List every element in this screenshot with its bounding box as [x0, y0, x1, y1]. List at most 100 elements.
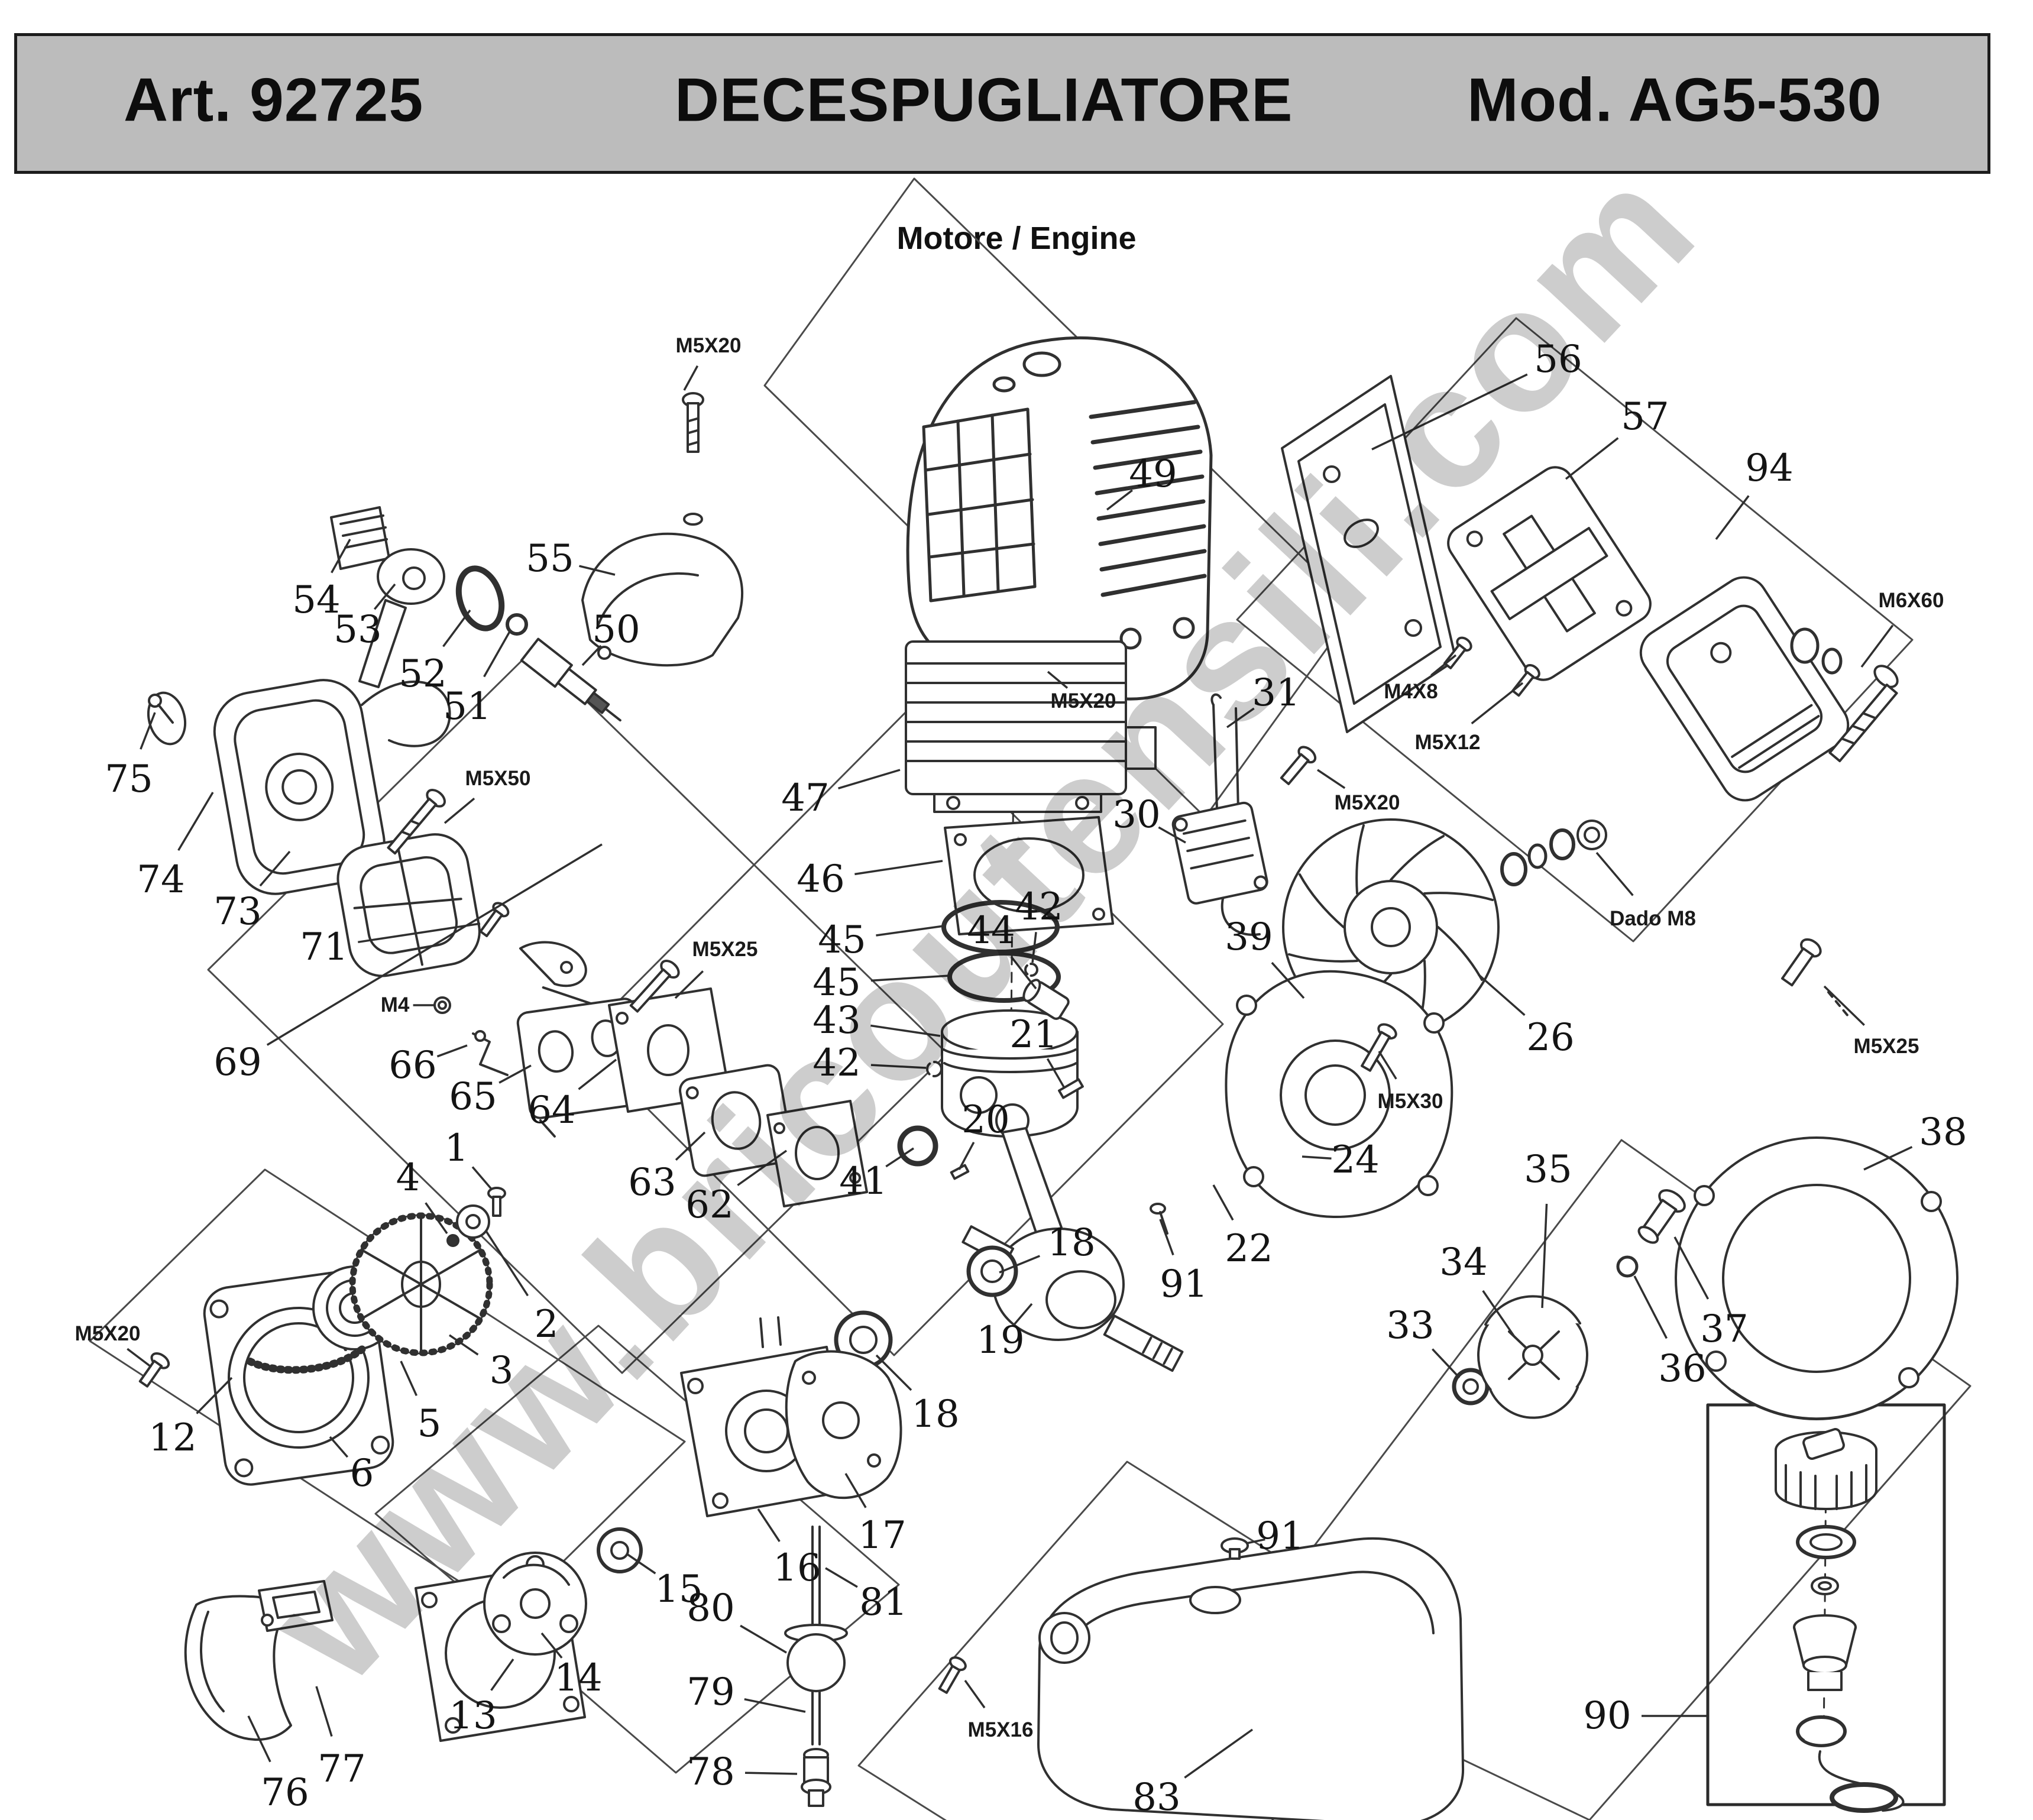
part-callout-m5x20: M5X20 — [75, 1322, 141, 1345]
part-callout-m5x30: M5X30 — [1377, 1090, 1443, 1113]
part-callout-14: 14 — [554, 1656, 603, 1700]
part-callout-31: 31 — [1252, 671, 1300, 715]
part-callout-20: 20 — [962, 1098, 1010, 1142]
part-callout-5: 5 — [417, 1402, 442, 1446]
part-callout-m5x50: M5X50 — [465, 767, 531, 790]
part-callout-75: 75 — [105, 757, 153, 801]
part-callout-m5x25: M5X25 — [692, 938, 758, 961]
part-callout-66: 66 — [389, 1044, 437, 1087]
part-callout-83: 83 — [1132, 1776, 1181, 1819]
part-callout-dado-m8: Dado M8 — [1610, 907, 1696, 930]
part-callout-65: 65 — [449, 1075, 497, 1119]
part-callout-53: 53 — [334, 608, 382, 652]
part-callout-80: 80 — [687, 1586, 735, 1630]
part-callout-m6x60: M6X60 — [1878, 589, 1944, 612]
part-fan-cover — [1675, 938, 1958, 1420]
part-callout-m4: M4 — [380, 993, 410, 1016]
part-callout-36: 36 — [1658, 1347, 1707, 1391]
part-callout-6: 6 — [349, 1452, 374, 1495]
part-callout-47: 47 — [781, 776, 830, 820]
part-callout-30: 30 — [1112, 793, 1161, 837]
part-callout-m5x20: M5X20 — [1334, 791, 1400, 814]
part-crankcase-left — [680, 1316, 902, 1517]
diagram-subtitle: Motore / Engine — [896, 221, 1137, 256]
part-fuel-cap-set — [1775, 1428, 1905, 1813]
part-primer-set — [784, 1526, 848, 1807]
part-callout-26: 26 — [1526, 1016, 1575, 1060]
part-callout-4: 4 — [396, 1156, 420, 1200]
part-callout-49: 49 — [1129, 452, 1177, 496]
title-bar: Art. 92725 DECESPUGLIATORE Mod. AG5-530 — [14, 33, 1990, 174]
part-callout-m5x25: M5X25 — [1853, 1035, 1919, 1058]
part-callout-13: 13 — [449, 1694, 497, 1738]
part-callout-71: 71 — [300, 925, 348, 969]
part-top-cover — [581, 532, 743, 667]
part-callout-45: 45 — [812, 961, 861, 1005]
model-number: Mod. AG5-530 — [1467, 66, 1882, 135]
part-piston — [926, 963, 1079, 1138]
part-callout-24: 24 — [1331, 1138, 1380, 1182]
part-callout-81: 81 — [859, 1581, 908, 1624]
part-callout-63: 63 — [628, 1161, 676, 1204]
part-callout-21: 21 — [1009, 1013, 1058, 1057]
part-callout-74: 74 — [137, 858, 185, 902]
part-spark-plug-set — [330, 506, 621, 722]
part-callout-12: 12 — [148, 1416, 197, 1460]
part-cylinder — [905, 640, 1157, 813]
part-recoil-starter — [138, 1187, 506, 1486]
part-callout-1: 1 — [444, 1126, 469, 1170]
bolt-m5x20-top-icon — [682, 392, 704, 526]
part-callout-73: 73 — [213, 890, 262, 934]
part-bearings — [834, 1245, 1018, 1369]
part-callout-34: 34 — [1439, 1241, 1488, 1284]
part-callout-2: 2 — [534, 1303, 559, 1346]
part-callout-69: 69 — [213, 1041, 262, 1084]
part-callout-18: 18 — [911, 1392, 960, 1436]
part-callout-m5x20: M5X20 — [1050, 689, 1116, 713]
part-callout-94: 94 — [1745, 446, 1794, 490]
part-fuel-tank — [938, 1537, 1465, 1820]
part-callout-51: 51 — [443, 685, 491, 728]
part-callout-44: 44 — [967, 909, 1015, 953]
part-callout-15: 15 — [655, 1568, 703, 1611]
part-callout-50: 50 — [592, 608, 640, 652]
part-callout-35: 35 — [1524, 1148, 1572, 1191]
part-callout-43: 43 — [812, 999, 861, 1042]
part-callout-m4x8: M4X8 — [1384, 680, 1438, 703]
part-callout-46: 46 — [797, 857, 845, 901]
part-starter-plate-set — [415, 1527, 643, 1742]
part-callout-45: 45 — [818, 918, 866, 962]
part-callout-55: 55 — [526, 537, 574, 581]
part-carburetor-group — [387, 789, 868, 1207]
article-number: Art. 92725 — [124, 66, 424, 135]
part-callout-m5x16: M5X16 — [967, 1718, 1034, 1741]
part-callout-91: 91 — [1160, 1262, 1208, 1306]
part-callout-16: 16 — [773, 1546, 821, 1590]
part-callout-76: 76 — [261, 1771, 309, 1815]
part-callout-17: 17 — [858, 1514, 907, 1557]
part-callout-42: 42 — [812, 1041, 861, 1085]
part-callout-52: 52 — [399, 652, 447, 696]
part-callout-18: 18 — [1047, 1221, 1096, 1265]
part-piston-rings — [941, 900, 1061, 1003]
product-name: DECESPUGLIATORE — [675, 66, 1293, 135]
part-callout-3: 3 — [489, 1349, 514, 1392]
part-muffler-group — [1281, 375, 1899, 802]
part-callout-19: 19 — [976, 1319, 1025, 1362]
part-air-filter — [147, 679, 587, 987]
part-callout-39: 39 — [1225, 915, 1273, 959]
part-callout-54: 54 — [292, 578, 341, 622]
part-clutch — [1452, 1189, 1686, 1419]
part-callout-38: 38 — [1919, 1110, 1967, 1154]
part-ignition-coil — [1171, 693, 1317, 936]
part-callout-41: 41 — [839, 1160, 888, 1203]
part-callout-56: 56 — [1534, 338, 1582, 381]
part-callout-57: 57 — [1621, 395, 1669, 439]
part-callout-78: 78 — [687, 1750, 735, 1794]
part-callout-77: 77 — [318, 1747, 366, 1791]
part-callout-37: 37 — [1700, 1307, 1749, 1351]
part-callout-90: 90 — [1583, 1694, 1631, 1738]
